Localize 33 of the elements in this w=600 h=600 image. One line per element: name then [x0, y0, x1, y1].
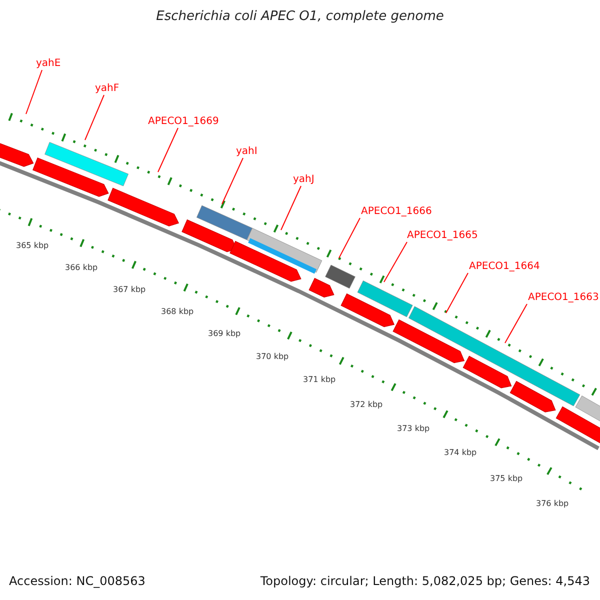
leader-line	[384, 242, 408, 282]
genome-info-text: Topology: circular; Length: 5,082,025 bp; Genes: 4,543	[260, 574, 590, 589]
leader-line	[222, 158, 244, 204]
accession-text: Accession: NC_008563	[9, 574, 146, 589]
position-label: 368 kbp	[161, 307, 194, 317]
leader-line	[26, 70, 42, 114]
gene-label: APECO1_1669	[148, 115, 219, 128]
position-label: 365 kbp	[16, 241, 49, 251]
gene-label: APECO1_1663	[528, 291, 599, 304]
leader-line	[446, 272, 468, 314]
gene-label: APECO1_1664	[469, 260, 540, 273]
position-label: 372 kbp	[350, 400, 383, 410]
leader-line	[84, 94, 104, 140]
gene-label: APECO1_1665	[407, 229, 478, 242]
leader-line	[504, 304, 528, 344]
position-label: 374 kbp	[444, 448, 477, 458]
gene-label: APECO1_1666	[361, 205, 432, 218]
gene-label: yahF	[95, 82, 120, 95]
position-label: 369 kbp	[208, 329, 241, 339]
leader-line	[280, 186, 302, 230]
title: Escherichia coli APEC O1, complete genome	[156, 9, 444, 25]
leader-line	[338, 218, 360, 258]
position-label: 371 kbp	[303, 375, 336, 385]
position-label: 375 kbp	[490, 474, 523, 484]
gene-label: yahI	[236, 145, 258, 158]
leader-line	[158, 128, 178, 172]
position-label: 367 kbp	[113, 285, 146, 295]
position-label: 376 kbp	[536, 499, 569, 509]
position-label: 366 kbp	[65, 263, 98, 273]
position-label: 373 kbp	[397, 424, 430, 434]
gene-label: yahE	[36, 57, 61, 70]
position-label: 370 kbp	[256, 352, 289, 362]
gene-label: yahJ	[293, 173, 314, 186]
